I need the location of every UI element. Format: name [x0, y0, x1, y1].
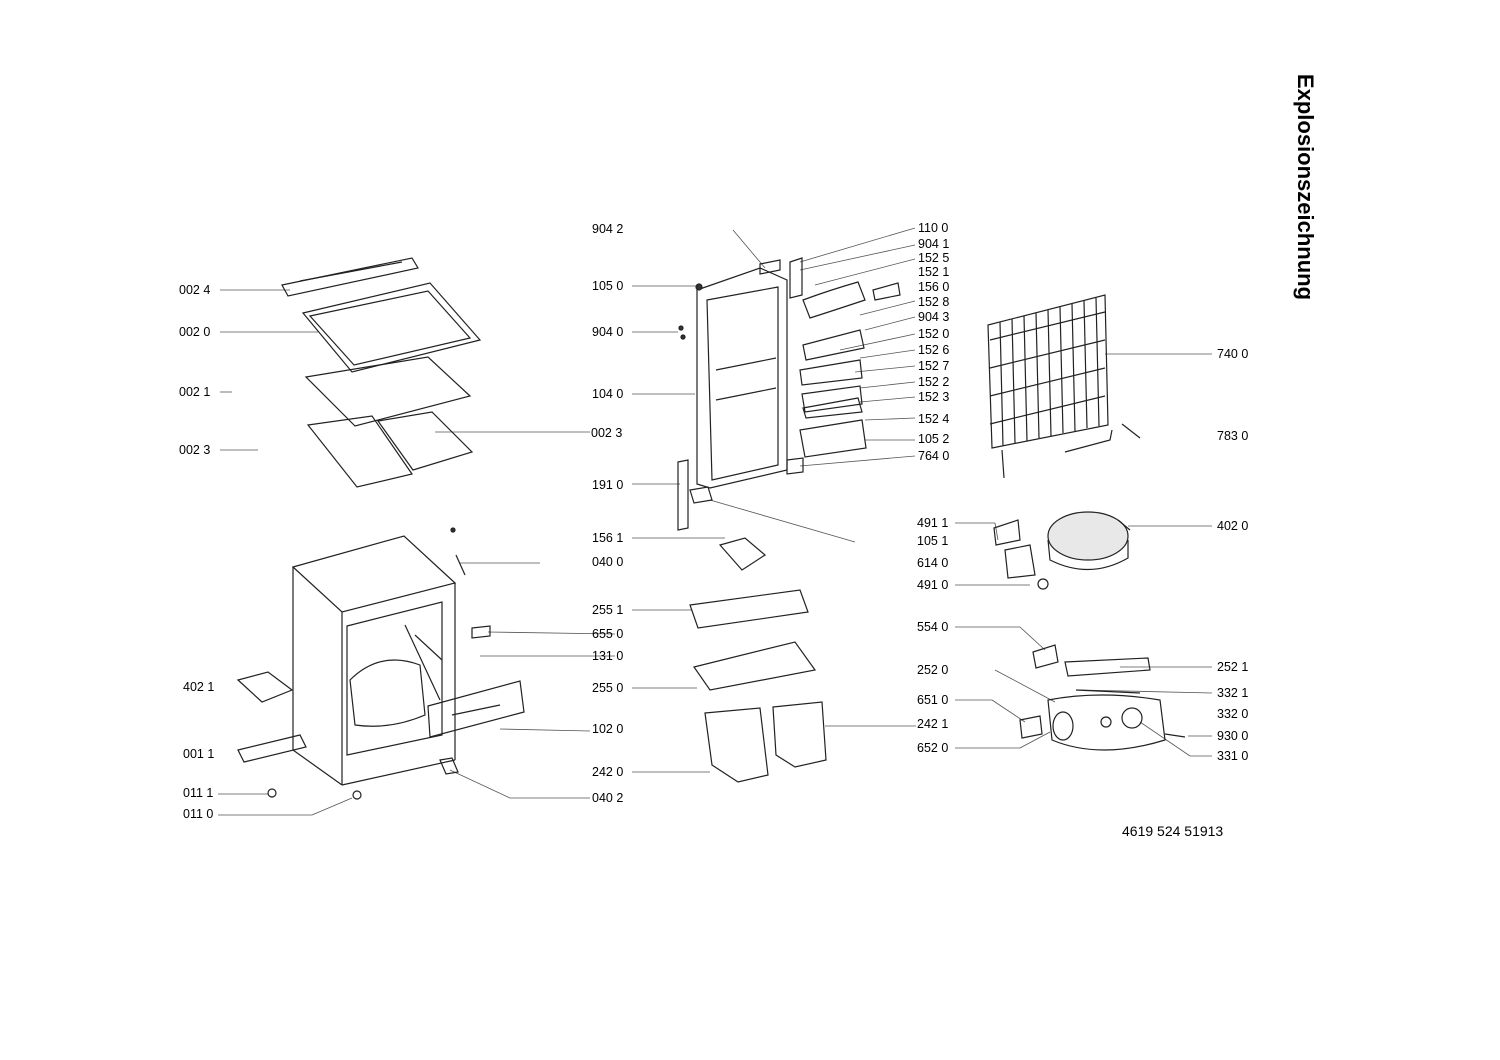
part-label: 332 0 — [1217, 707, 1249, 721]
part-label: 001 1 — [183, 747, 215, 761]
part-label: 331 0 — [1217, 749, 1249, 763]
part-label: 002 1 — [179, 385, 211, 399]
part-label: 152 6 — [918, 343, 950, 357]
part-label: 652 0 — [917, 741, 949, 755]
door-assembly — [677, 257, 827, 783]
part-label: 255 1 — [592, 603, 624, 617]
part-label: 491 1 — [917, 516, 949, 530]
part-label: 554 0 — [917, 620, 949, 634]
part-label: 105 0 — [592, 279, 624, 293]
part-label: 156 0 — [918, 280, 950, 294]
part-label: 131 0 — [592, 649, 624, 663]
part-label: 252 0 — [917, 663, 949, 677]
part-label: 930 0 — [1217, 729, 1249, 743]
part-label: 152 5 — [918, 251, 950, 265]
part-label: 102 0 — [592, 722, 624, 736]
part-label: 152 3 — [918, 390, 950, 404]
part-label: 764 0 — [918, 449, 950, 463]
part-label: 011 0 — [183, 807, 214, 821]
top-cover-group — [281, 257, 482, 488]
part-label: 152 7 — [918, 359, 950, 373]
part-label: 332 1 — [1217, 686, 1249, 700]
part-label: 002 3 — [179, 443, 211, 457]
cabinet-body — [236, 527, 525, 800]
part-label: 152 4 — [918, 412, 950, 426]
part-label: 402 0 — [1217, 519, 1249, 533]
document-number: 4619 524 51913 — [1122, 823, 1224, 839]
door-shelves — [786, 281, 901, 475]
part-label: 191 0 — [592, 478, 624, 492]
leader-lines — [218, 227, 1213, 816]
part-label: 105 1 — [917, 534, 949, 548]
condenser-coil — [987, 294, 1141, 479]
part-label: 255 0 — [592, 681, 624, 695]
part-label: 105 2 — [918, 432, 950, 446]
part-label: 242 1 — [917, 717, 949, 731]
part-label: 402 1 — [183, 680, 215, 694]
part-label: 156 1 — [592, 531, 624, 545]
part-label: 002 0 — [179, 325, 211, 339]
part-label: 152 0 — [918, 327, 950, 341]
part-label: 040 0 — [592, 555, 624, 569]
part-label: 011 1 — [183, 786, 214, 800]
part-label: 904 3 — [918, 310, 950, 324]
part-label: 110 0 — [918, 221, 949, 235]
part-label: 491 0 — [917, 578, 949, 592]
part-label: 242 0 — [592, 765, 624, 779]
part-label: 152 1 — [918, 265, 950, 279]
part-label: 002 4 — [179, 283, 211, 297]
thermostat-housing — [1019, 644, 1186, 751]
part-label: 904 0 — [592, 325, 624, 339]
part-label: 040 2 — [592, 791, 624, 805]
part-label: 740 0 — [1217, 347, 1249, 361]
part-label: 252 1 — [1217, 660, 1249, 674]
part-label: 152 8 — [918, 295, 950, 309]
compressor — [993, 511, 1131, 590]
part-label: 904 2 — [592, 222, 624, 236]
part-label: 104 0 — [592, 387, 624, 401]
part-label: 614 0 — [917, 556, 949, 570]
part-label: 783 0 — [1217, 429, 1249, 443]
part-label: 152 2 — [918, 375, 950, 389]
part-label: 651 0 — [917, 693, 949, 707]
part-label: 002 3 — [591, 426, 623, 440]
part-label: 655 0 — [592, 627, 624, 641]
part-label: 904 1 — [918, 237, 950, 251]
